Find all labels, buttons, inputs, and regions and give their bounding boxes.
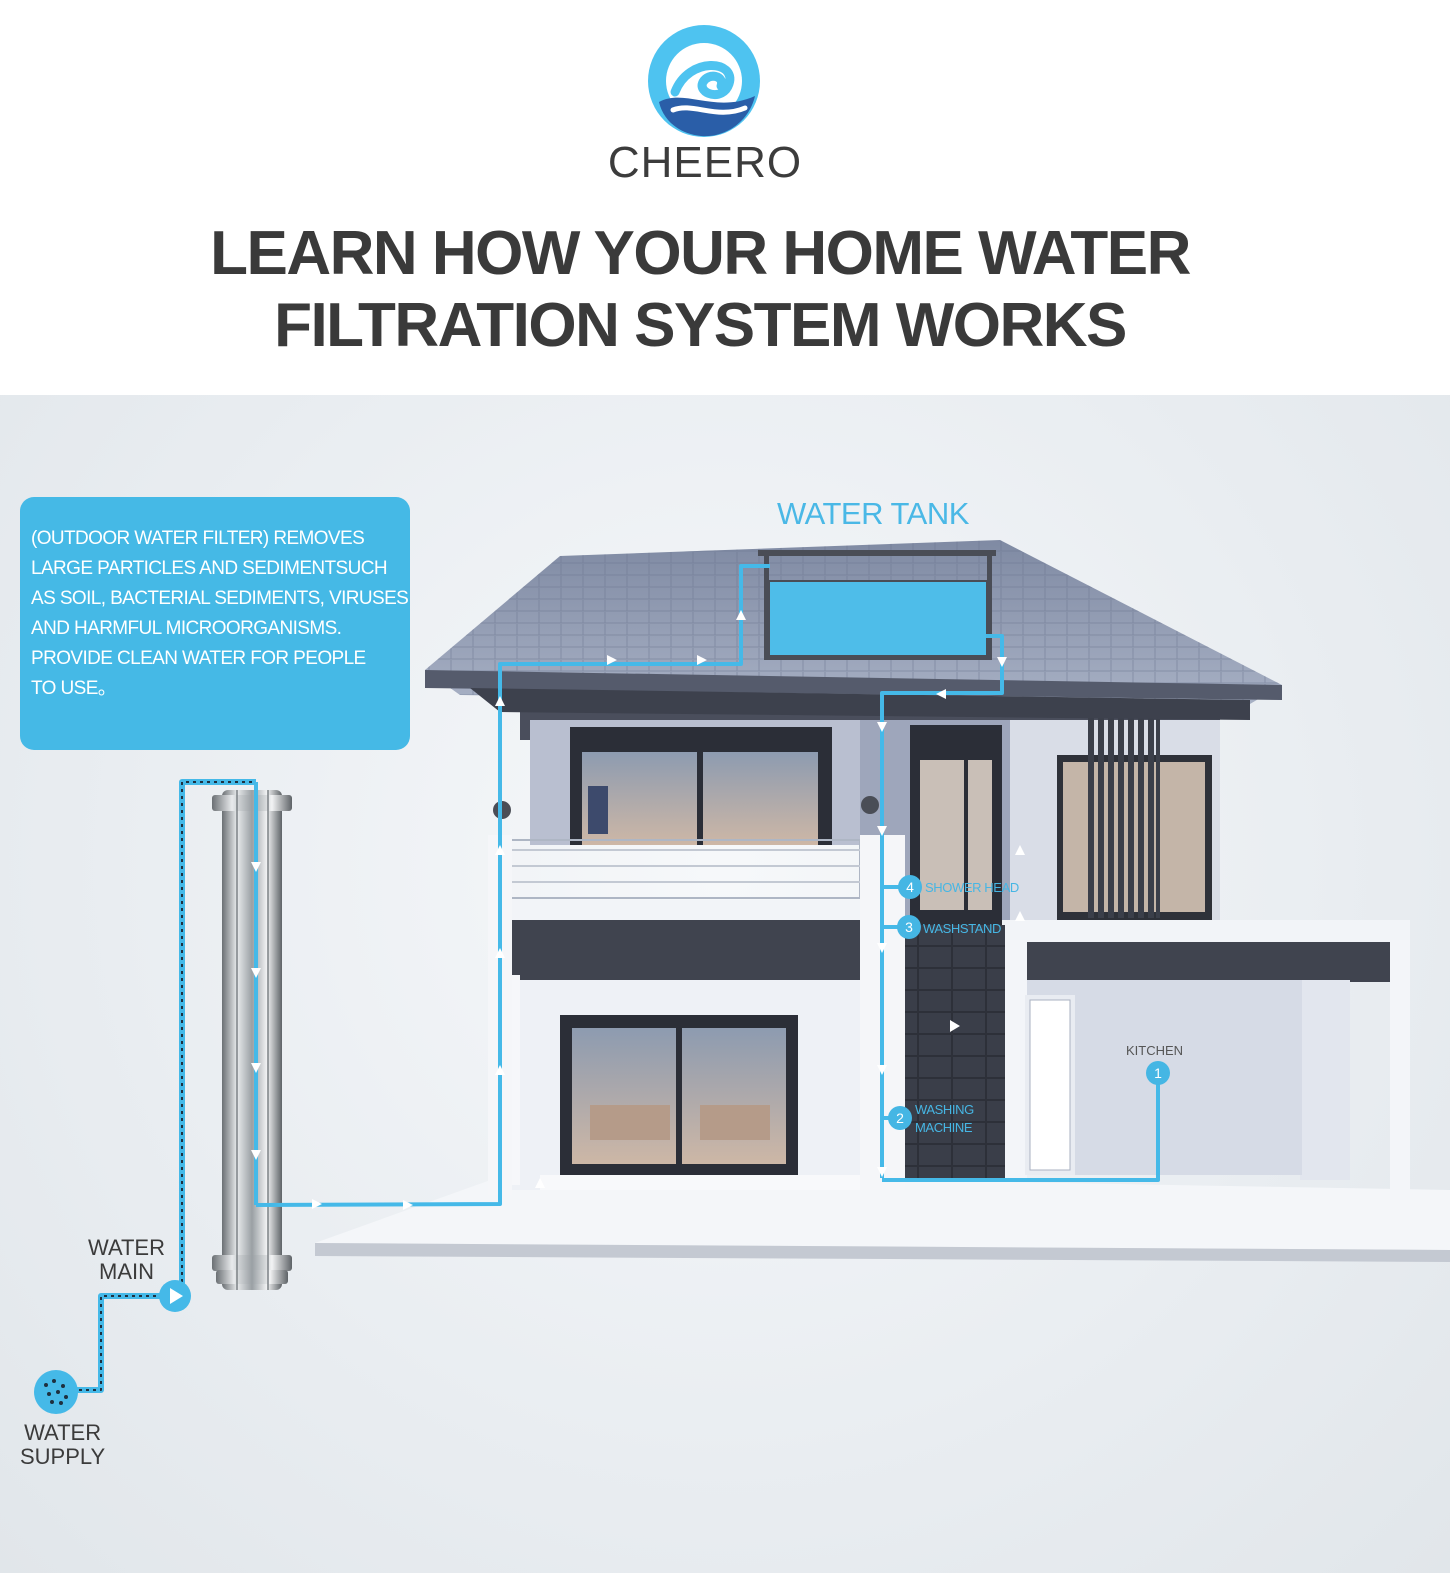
header: CHEERO LEARN HOW YOUR HOME WATER FILTRAT…	[0, 0, 1450, 395]
info-line: PROVIDE CLEAN WATER FOR PEOPLE	[31, 648, 366, 669]
title-line-2: FILTRATION SYSTEM WORKS	[274, 291, 1127, 360]
outlet-number-2: 2	[888, 1106, 912, 1130]
title-line-1: LEARN HOW YOUR HOME WATER	[210, 219, 1191, 288]
info-line: AND HARMFUL MICROORGANISMS.	[31, 618, 342, 639]
pump-icon	[159, 1280, 191, 1312]
water-main-label-line-1: WATER	[88, 1235, 165, 1260]
ground-slab	[315, 1173, 1450, 1262]
water-tank	[758, 550, 996, 660]
water-supply-icon	[34, 1370, 78, 1414]
brand-name: CHEERO	[607, 138, 803, 187]
water-tank-label: WATER TANK	[777, 496, 969, 531]
washstand-label: WASHSTAND	[923, 921, 1002, 936]
page-title: LEARN HOW YOUR HOME WATER FILTRATION SYS…	[0, 218, 1400, 362]
water-main-label: WATER MAIN	[88, 1236, 165, 1284]
washing-machine-label-line-2: MACHINE	[915, 1120, 973, 1135]
washing-machine-label: WASHING MACHINE	[915, 1101, 974, 1137]
outlet-number-4: 4	[898, 875, 922, 899]
kitchen-label: KITCHEN	[1126, 1043, 1184, 1058]
water-main-label-line-2: MAIN	[99, 1259, 154, 1284]
cheero-logo-icon	[648, 25, 760, 137]
outlet-number-1: 1	[1146, 1061, 1170, 1085]
info-line: LARGE PARTICLES AND SEDIMENTSUCH	[31, 558, 388, 579]
flow-arrows	[251, 610, 1025, 1210]
water-supply-label-line-1: WATER	[24, 1420, 102, 1445]
info-line: (OUTDOOR WATER FILTER) REMOVES	[31, 528, 365, 549]
shower-head-label: SHOWER HEAD	[925, 880, 1019, 895]
water-pipes	[58, 564, 1160, 1393]
washing-machine-label-line-1: WASHING	[915, 1102, 974, 1117]
info-box: (OUTDOOR WATER FILTER) REMOVES LARGE PAR…	[20, 497, 410, 750]
outlet-number-3: 3	[897, 915, 921, 939]
water-supply-label-line-2: SUPPLY	[20, 1444, 106, 1469]
info-line: AS SOIL, BACTERIAL SEDIMENTS, VIRUSES	[31, 588, 409, 609]
info-line: TO USE。	[31, 678, 117, 699]
water-supply-label: WATER SUPPLY	[20, 1421, 105, 1469]
outdoor-filter	[212, 790, 292, 1290]
